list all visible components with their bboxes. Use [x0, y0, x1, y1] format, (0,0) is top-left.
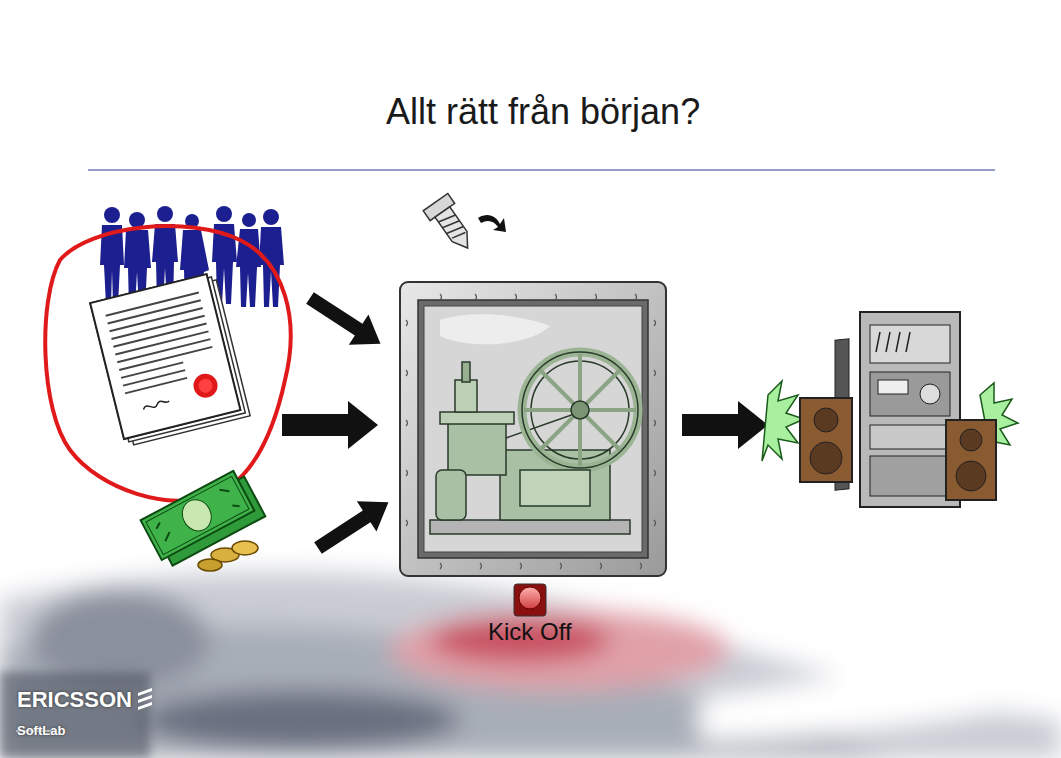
- screw-clipart: [423, 194, 480, 257]
- contract-document: [90, 272, 250, 447]
- highlight-circle: [45, 226, 290, 501]
- title-rule: [88, 170, 995, 171]
- button-label: Kick Off: [488, 618, 572, 646]
- machine-box: [400, 282, 666, 576]
- turn-arrow: [478, 215, 506, 232]
- input-arrows: [282, 283, 768, 563]
- stereo-clipart: [762, 312, 1018, 507]
- slide-title: Allt rätt från början?: [386, 91, 700, 133]
- background-swoosh: [0, 572, 1061, 758]
- company-logo: ERICSSON: [17, 687, 132, 713]
- money-clipart: [141, 468, 266, 571]
- kickoff-button: [514, 584, 546, 616]
- ericsson-logo-bars: [138, 688, 152, 710]
- output-arrow: [682, 401, 768, 449]
- unit-name: SoftLab: [17, 723, 65, 738]
